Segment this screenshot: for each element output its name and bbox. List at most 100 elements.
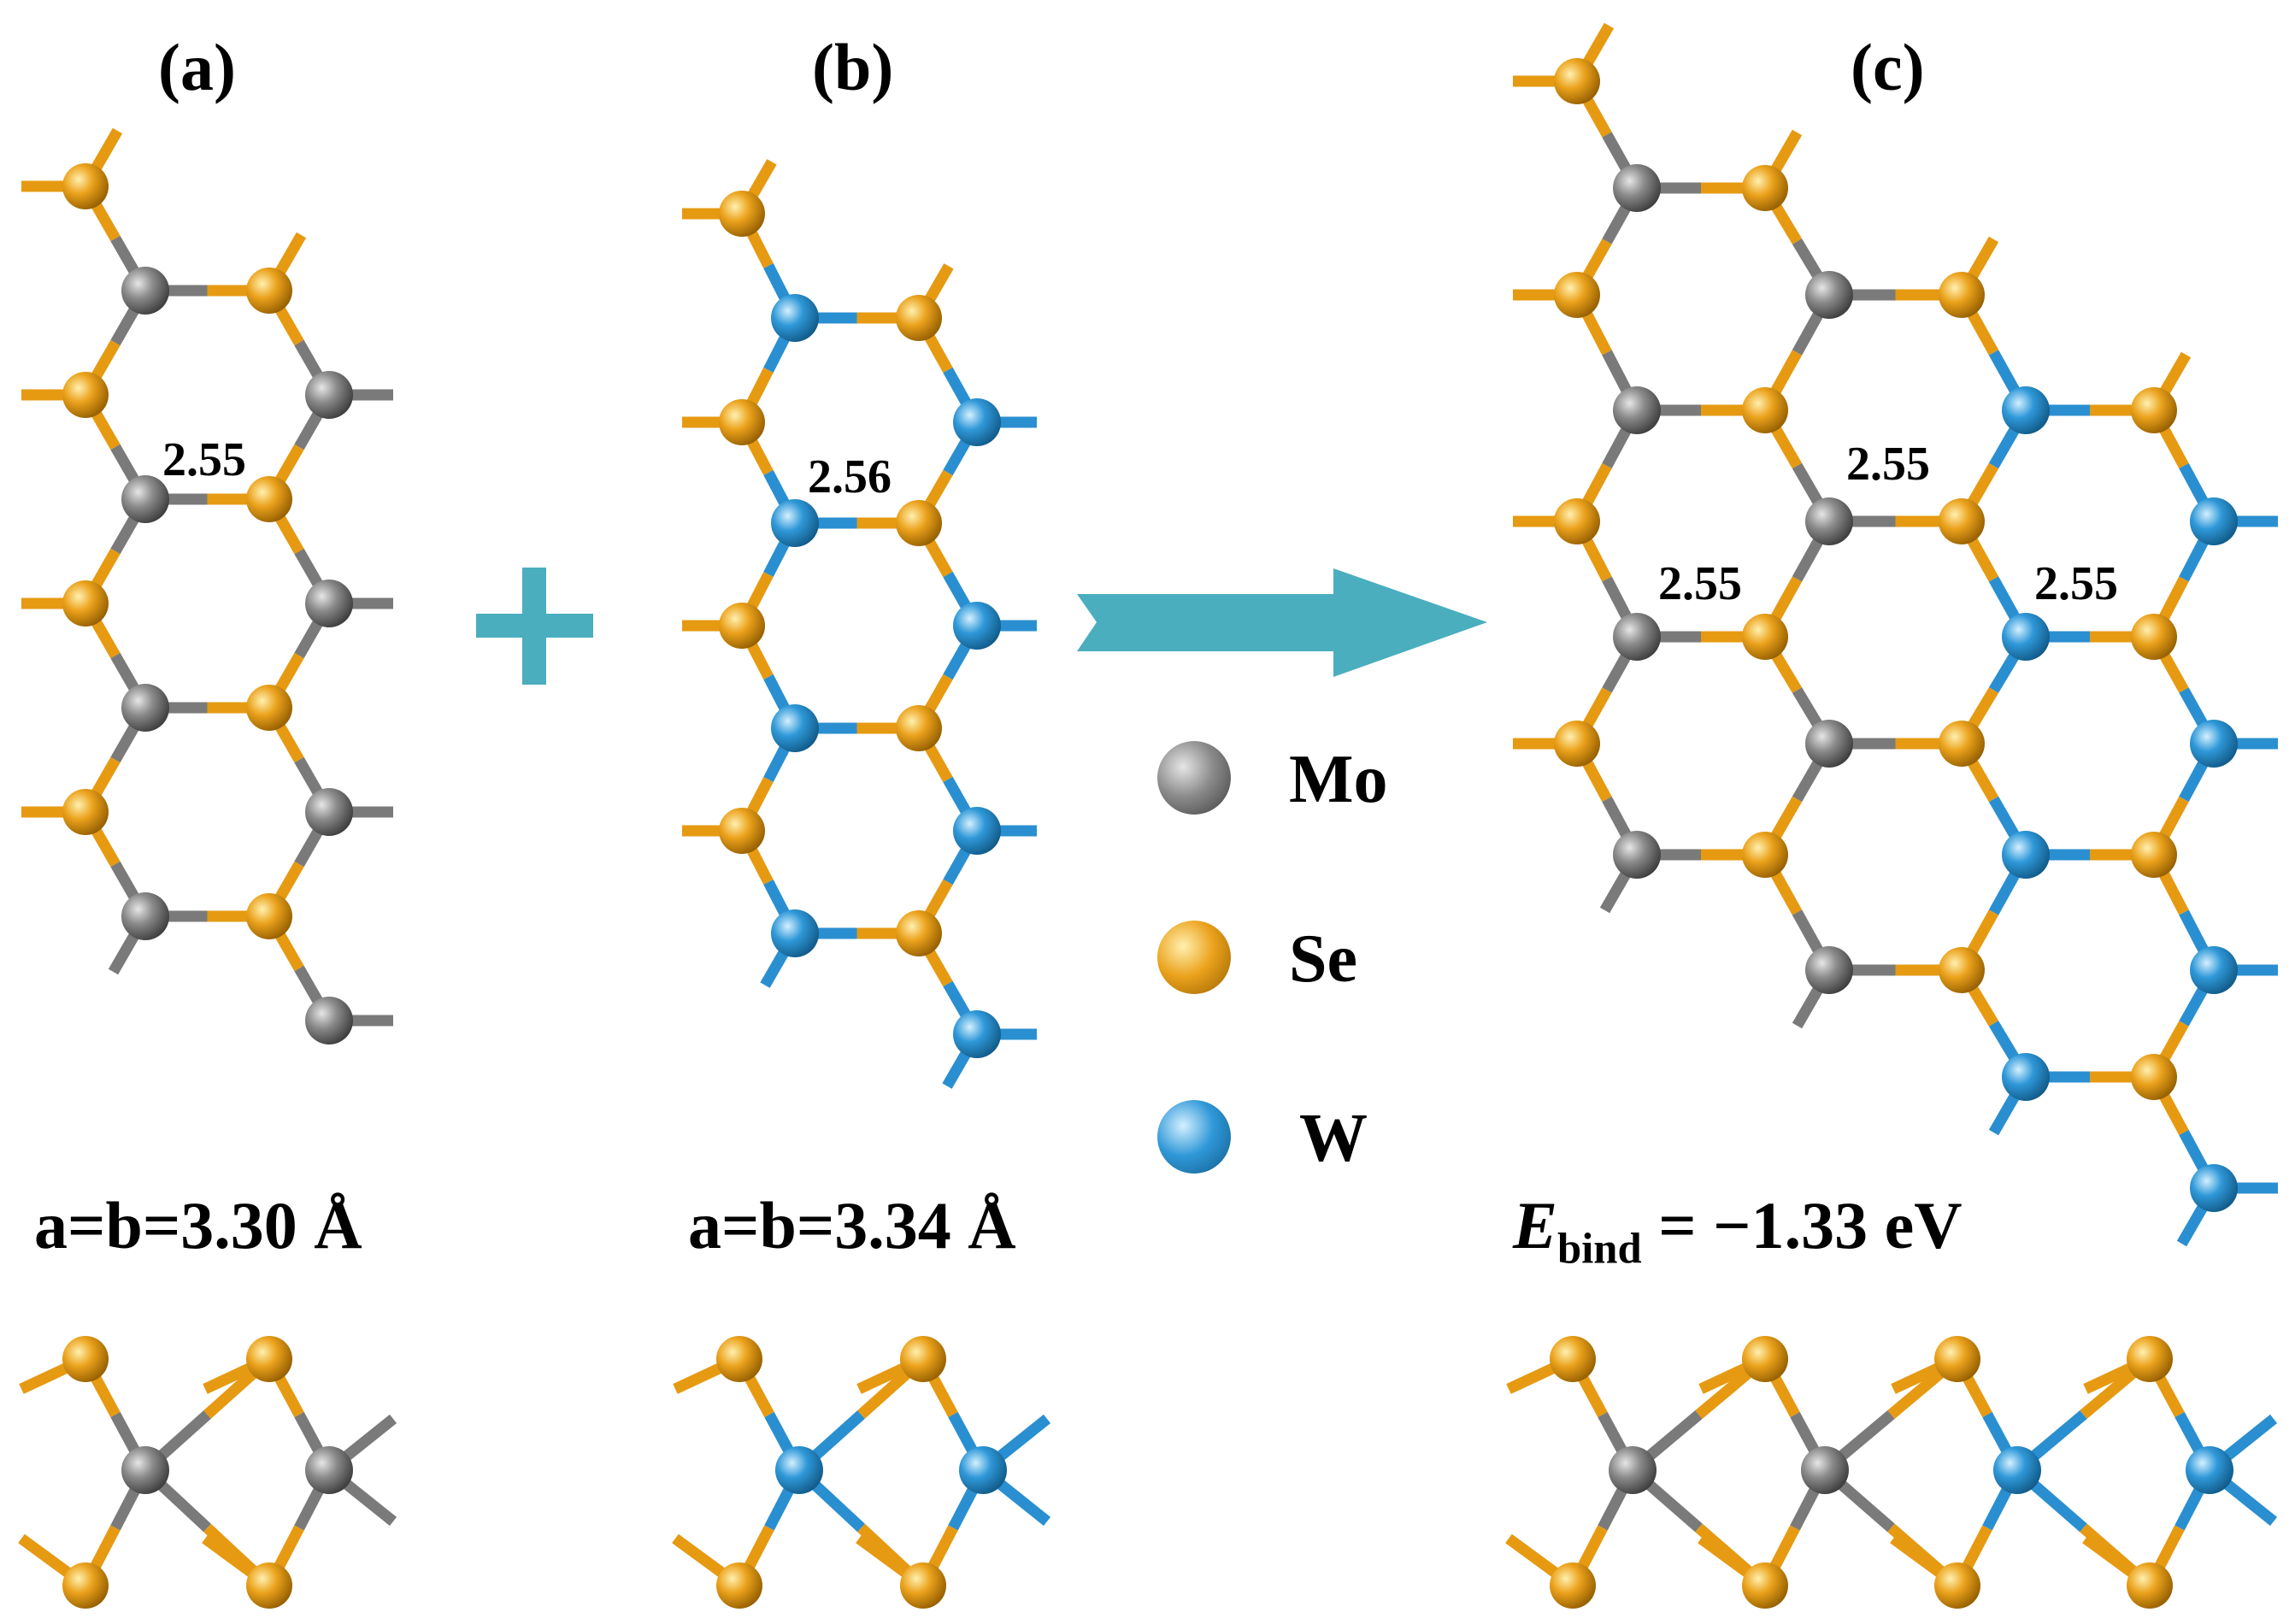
se-atom xyxy=(896,295,942,341)
w-atom xyxy=(775,1446,823,1494)
w-atom xyxy=(771,499,819,547)
bond-length-b: 2.56 xyxy=(808,450,892,503)
mo-atom xyxy=(121,1446,169,1494)
energy-subscript: bind xyxy=(1557,1224,1642,1273)
w-atom xyxy=(2002,386,2050,434)
se-atom xyxy=(716,1336,762,1382)
se-atom xyxy=(246,1562,292,1609)
w-atom xyxy=(2190,720,2238,768)
se-atom xyxy=(896,910,942,956)
se-atom xyxy=(1742,1562,1788,1609)
se-atom xyxy=(1742,832,1788,878)
mo-atom xyxy=(1613,386,1661,434)
w-atom xyxy=(2190,946,2238,994)
se-atom xyxy=(1554,721,1600,767)
se-atom xyxy=(1742,614,1788,660)
legend-mo-label: Mo xyxy=(1289,742,1388,817)
w-atom xyxy=(2190,1164,2238,1212)
arrow-right-icon xyxy=(1077,568,1487,677)
w-atom xyxy=(2190,497,2238,545)
mo-atom xyxy=(1805,946,1853,994)
w-atom xyxy=(2186,1446,2233,1494)
se-atom xyxy=(1554,272,1600,318)
se-atom xyxy=(246,268,292,314)
se-atom xyxy=(900,1562,946,1609)
panel-label-c: (c) xyxy=(1851,30,1925,104)
decor-layer xyxy=(476,568,1487,685)
plus-icon-vertical xyxy=(522,568,546,685)
w-atom xyxy=(953,807,1001,855)
atom-layer xyxy=(62,58,2238,1609)
se-atom xyxy=(1742,165,1788,211)
se-atom xyxy=(1742,1336,1788,1382)
lattice-constant-b: a=b=3.34 Å xyxy=(688,1188,1016,1262)
se-atom xyxy=(1742,387,1788,433)
mo-atom xyxy=(1801,1446,1849,1494)
se-atom xyxy=(900,1336,946,1382)
panel-label-b: (b) xyxy=(812,30,894,104)
mo-atom xyxy=(1613,613,1661,661)
mo-atom xyxy=(121,892,169,940)
binding-energy: Ebind = −1.33 eV xyxy=(1513,1192,1963,1273)
se-atom xyxy=(246,685,292,731)
bond-length-c2: 2.55 xyxy=(1658,557,1742,610)
se-atom xyxy=(719,191,765,237)
se-atom xyxy=(62,1562,109,1609)
se-atom xyxy=(716,1562,762,1609)
mo-atom xyxy=(1805,720,1853,768)
w-atom xyxy=(953,1010,1001,1058)
w-atom xyxy=(2002,613,2050,661)
se-atom xyxy=(719,399,765,445)
legend-w-label: W xyxy=(1299,1101,1368,1176)
mo-atom xyxy=(305,1446,353,1494)
se-atom xyxy=(719,603,765,649)
panel-label-a: (a) xyxy=(158,30,236,104)
se-atom xyxy=(1934,1562,1980,1609)
se-atom xyxy=(896,705,942,751)
bond-length-c3: 2.55 xyxy=(2034,557,2118,610)
legend-se-icon xyxy=(1157,921,1231,994)
se-atom xyxy=(1554,498,1600,544)
energy-value: = −1.33 eV xyxy=(1658,1188,1963,1262)
mo-atom xyxy=(305,997,353,1044)
se-atom xyxy=(2127,1336,2173,1382)
mo-atom xyxy=(305,788,353,836)
w-atom xyxy=(953,398,1001,446)
se-atom xyxy=(62,372,109,418)
se-atom xyxy=(1939,272,1985,318)
w-atom xyxy=(953,602,1001,650)
w-atom xyxy=(2002,831,2050,879)
legend-se-label: Se xyxy=(1289,921,1357,997)
se-atom xyxy=(1550,1336,1596,1382)
se-atom xyxy=(62,163,109,209)
se-atom xyxy=(2131,1054,2177,1100)
se-atom xyxy=(246,476,292,522)
se-atom xyxy=(1934,1336,1980,1382)
mo-atom xyxy=(121,267,169,315)
se-atom xyxy=(896,500,942,546)
se-atom xyxy=(246,1336,292,1382)
mo-atom xyxy=(305,580,353,627)
se-atom xyxy=(1550,1562,1596,1609)
mo-atom xyxy=(1805,271,1853,319)
bond-length-a: 2.55 xyxy=(162,433,246,486)
w-atom xyxy=(771,704,819,752)
w-atom xyxy=(771,294,819,342)
se-atom xyxy=(62,789,109,835)
w-atom xyxy=(959,1446,1007,1494)
mo-atom xyxy=(1613,164,1661,212)
w-atom xyxy=(1993,1446,2041,1494)
se-atom xyxy=(1554,58,1600,104)
mo-atom xyxy=(305,371,353,419)
lattice-constant-a: a=b=3.30 Å xyxy=(34,1188,362,1262)
se-atom xyxy=(1939,947,1985,993)
se-atom xyxy=(246,893,292,939)
se-atom xyxy=(62,580,109,627)
legend-w-icon xyxy=(1157,1100,1231,1174)
mo-atom xyxy=(1613,831,1661,879)
mo-atom xyxy=(121,684,169,732)
se-atom xyxy=(62,1336,109,1382)
mo-atom xyxy=(1609,1446,1657,1494)
se-atom xyxy=(1939,721,1985,767)
